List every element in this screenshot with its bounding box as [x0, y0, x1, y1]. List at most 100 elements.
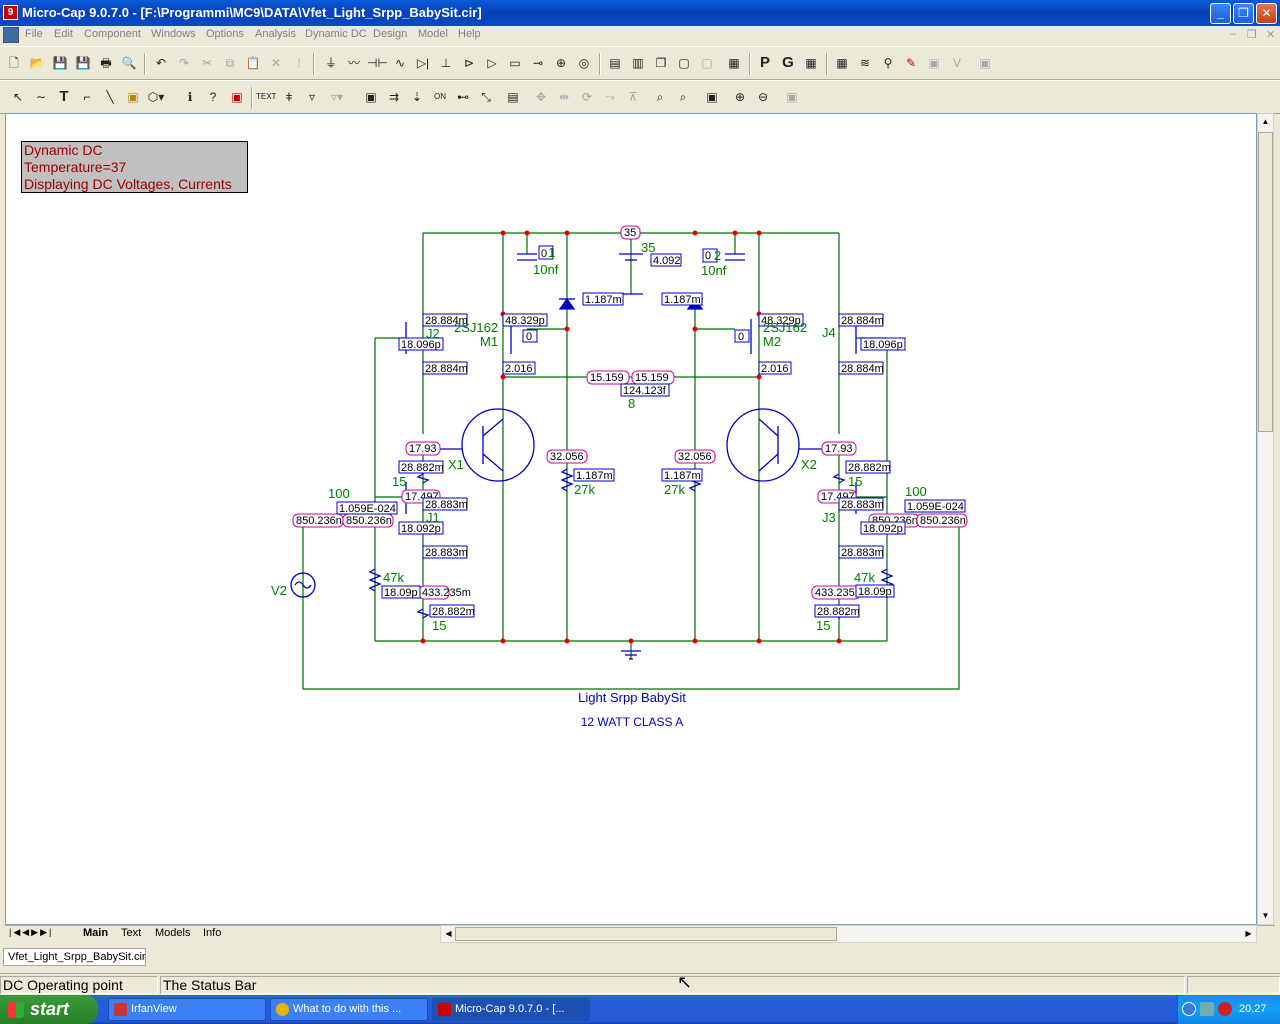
- print-icon[interactable]: 🖶: [100, 56, 112, 70]
- mdi-minimize-button[interactable]: –: [1230, 28, 1237, 40]
- switch-icon[interactable]: ⊸: [532, 56, 544, 70]
- align-icon[interactable]: ✥: [535, 90, 547, 104]
- opamp-icon[interactable]: ▷: [487, 56, 497, 70]
- vertical-scroll-thumb[interactable]: [1258, 132, 1273, 432]
- split-icon[interactable]: ▢: [701, 56, 713, 70]
- wire-mode-icon[interactable]: ∼: [35, 90, 47, 104]
- component-editor-icon[interactable]: ▣: [928, 56, 940, 70]
- menu-edit[interactable]: Edit: [54, 28, 73, 40]
- g-icon[interactable]: G: [782, 54, 794, 71]
- flag-icon[interactable]: ▣: [127, 90, 139, 104]
- pin-icon[interactable]: ▿▾: [330, 90, 344, 104]
- transistor-icon[interactable]: ⊕: [555, 56, 567, 70]
- cursor-icon[interactable]: ⤡: [481, 90, 491, 104]
- document-window-tab[interactable]: Vfet_Light_Srpp_BabySit.cir: [3, 948, 146, 966]
- attribute-icon[interactable]: ▦: [805, 56, 817, 70]
- horizontal-scroll-thumb[interactable]: [455, 927, 837, 941]
- tile-vertical-icon[interactable]: ▥: [632, 56, 644, 70]
- menu-dynamic-dc[interactable]: Dynamic DC: [305, 28, 367, 40]
- on-state-icon[interactable]: ON: [434, 92, 446, 101]
- app-icon[interactable]: 9: [3, 5, 18, 20]
- menu-windows[interactable]: Windows: [151, 28, 196, 40]
- redo-icon[interactable]: ↷: [178, 56, 190, 70]
- help-icon[interactable]: ?: [209, 90, 217, 104]
- battery-icon[interactable]: ⊥: [440, 56, 452, 70]
- scroll-right-arrow-icon[interactable]: ▶: [1245, 929, 1252, 938]
- paste-icon[interactable]: 📋: [245, 56, 261, 70]
- save-all-icon[interactable]: 💾: [75, 56, 91, 70]
- close-button[interactable]: ✕: [1256, 3, 1277, 24]
- source-icon[interactable]: ▭: [509, 56, 521, 70]
- network-icon[interactable]: [1200, 1002, 1214, 1016]
- print-preview-icon[interactable]: 🔍: [121, 56, 137, 70]
- text-icon[interactable]: TEXT: [256, 92, 277, 101]
- info-icon[interactable]: ℹ: [187, 90, 193, 104]
- document-icon[interactable]: [3, 27, 19, 43]
- node-numbers-icon[interactable]: ǂ: [285, 90, 293, 104]
- sine-source-icon[interactable]: ◎: [578, 56, 590, 70]
- voltage-display-icon[interactable]: ▿: [308, 90, 316, 104]
- menu-model[interactable]: Model: [418, 28, 448, 40]
- probe-icon[interactable]: ⚲: [883, 56, 893, 70]
- delete-icon[interactable]: ✕: [270, 56, 282, 70]
- find-icon[interactable]: ⌕: [656, 90, 664, 104]
- tile-horizontal-icon[interactable]: ▤: [609, 56, 621, 70]
- resistor-icon[interactable]: 〰: [347, 56, 360, 70]
- menu-options[interactable]: Options: [206, 28, 244, 40]
- pin-connections-icon[interactable]: ⊷: [457, 90, 469, 104]
- horizontal-scrollbar[interactable]: ◀ ▶: [440, 925, 1257, 943]
- rotate-icon[interactable]: ⟳: [581, 90, 593, 104]
- bluetooth-icon[interactable]: [1218, 1002, 1232, 1016]
- inductor-icon[interactable]: ∿: [394, 56, 406, 70]
- vertical-scrollbar[interactable]: ▲ ▼: [1257, 113, 1274, 925]
- tab-main[interactable]: Main: [83, 927, 109, 939]
- window-icon[interactable]: ▢: [678, 56, 690, 70]
- task-irfanview[interactable]: IrfanView: [108, 998, 266, 1021]
- restore-button[interactable]: ❐: [1233, 3, 1254, 24]
- navigator-icon[interactable]: ▣: [706, 90, 718, 104]
- save-icon[interactable]: 💾: [52, 56, 68, 70]
- move-icon[interactable]: ⇹: [558, 90, 570, 104]
- tab-nav-arrows-icon[interactable]: |◀◀▶▶|: [9, 927, 54, 937]
- menu-analysis[interactable]: Analysis: [255, 28, 296, 40]
- mirror-icon[interactable]: ⊼: [628, 90, 638, 104]
- menu-component[interactable]: Component: [84, 28, 141, 40]
- waveform-icon[interactable]: ≋: [859, 56, 871, 70]
- grid-icon[interactable]: ▦: [836, 56, 848, 70]
- point-to-point-icon[interactable]: ▣: [231, 90, 243, 104]
- npn-icon[interactable]: ⊳: [463, 56, 475, 70]
- new-icon[interactable]: 🗋: [9, 56, 19, 70]
- show-voltages-icon[interactable]: ▣: [365, 90, 377, 104]
- capacitor-icon[interactable]: ⊣⊢: [367, 56, 388, 70]
- minimize-button[interactable]: _: [1210, 3, 1231, 24]
- scroll-down-arrow-icon[interactable]: ▼: [1261, 911, 1270, 920]
- diode-icon[interactable]: ▷|: [416, 56, 430, 70]
- task-micro-cap[interactable]: Micro-Cap 9.0.7.0 - [...: [432, 998, 590, 1021]
- diagonal-wire-icon[interactable]: ╲: [106, 90, 114, 104]
- cascade-icon[interactable]: ❐: [655, 56, 667, 70]
- shape-icon[interactable]: V: [952, 56, 961, 70]
- package-icon[interactable]: ▣: [979, 56, 991, 70]
- camera-icon[interactable]: ▣: [786, 90, 798, 104]
- power-icon[interactable]: ⇣: [411, 90, 423, 104]
- binoculars-icon[interactable]: ⌕: [679, 90, 687, 104]
- menu-help[interactable]: Help: [458, 28, 481, 40]
- mdi-close-button[interactable]: ✕: [1266, 29, 1276, 41]
- cut-icon[interactable]: ✂: [201, 56, 213, 70]
- scroll-left-arrow-icon[interactable]: ◀: [445, 929, 452, 938]
- ground-icon[interactable]: ⏚: [324, 56, 337, 70]
- mdi-restore-button[interactable]: ❐: [1247, 29, 1257, 41]
- select-mode-icon[interactable]: ↖: [12, 90, 24, 104]
- text-mode-icon[interactable]: T: [59, 88, 69, 105]
- schematic-canvas[interactable]: Dynamic DC Temperature=37 Displaying DC …: [5, 113, 1257, 925]
- tab-text[interactable]: Text: [121, 927, 142, 939]
- undo-icon[interactable]: ↶: [155, 56, 167, 70]
- menu-file[interactable]: File: [25, 28, 43, 40]
- scroll-up-arrow-icon[interactable]: ▲: [1261, 117, 1270, 126]
- orthogonal-wire-icon[interactable]: ⌐: [83, 90, 91, 104]
- start-button[interactable]: start: [0, 995, 98, 1024]
- tab-models[interactable]: Models: [155, 927, 191, 939]
- zoom-in-icon[interactable]: ⊕: [734, 90, 746, 104]
- clear-icon[interactable]: ⁞: [297, 56, 301, 70]
- menu-design[interactable]: Design: [373, 28, 408, 40]
